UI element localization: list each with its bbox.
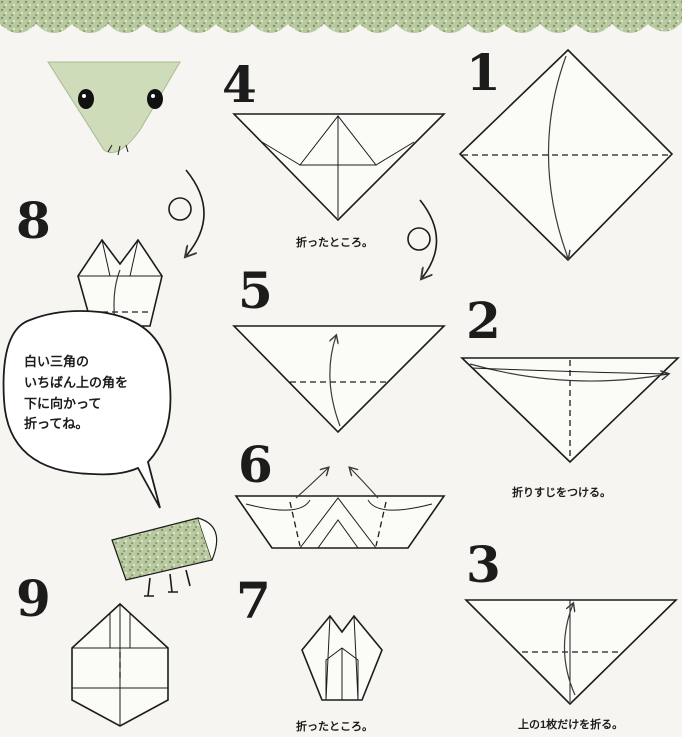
step-number-6: 6 [238,440,273,490]
turn-over-icon [169,170,204,256]
step-number-9: 9 [16,574,51,624]
step-number-8: 8 [16,196,51,246]
step-2-diagram [462,358,678,462]
step-3-diagram [466,600,676,704]
turn-over-icon [408,200,437,278]
caption-step-7: 折ったところ。 [296,718,373,734]
step-9-diagram [72,604,168,726]
step-number-5: 5 [238,266,273,316]
bubble-line: 下に向かって [24,394,164,415]
step-5-diagram [234,326,444,432]
bubble-line: いちばん上の角を [24,373,164,394]
bubble-line: 折ってね。 [24,414,164,435]
mouse-face-illustration [48,62,180,155]
step-7-diagram [302,616,382,700]
bubble-line: 白い三角の [24,352,164,373]
step-number-7: 7 [236,576,271,626]
caption-step-3: 上の1枚だけを折る。 [518,716,623,732]
step-number-2: 2 [466,296,501,346]
caption-step-4: 折ったところ。 [296,234,373,250]
step-number-1: 1 [466,48,501,98]
mouse-character-illustration [112,518,217,596]
caption-step-2: 折りすじをつける。 [512,484,611,500]
step-number-3: 3 [466,540,501,590]
top-scalloped-border [0,0,682,33]
speech-bubble-text: 白い三角の いちばん上の角を 下に向かって 折ってね。 [24,352,164,435]
step-4-diagram [234,114,444,220]
step-number-4: 4 [222,60,257,110]
